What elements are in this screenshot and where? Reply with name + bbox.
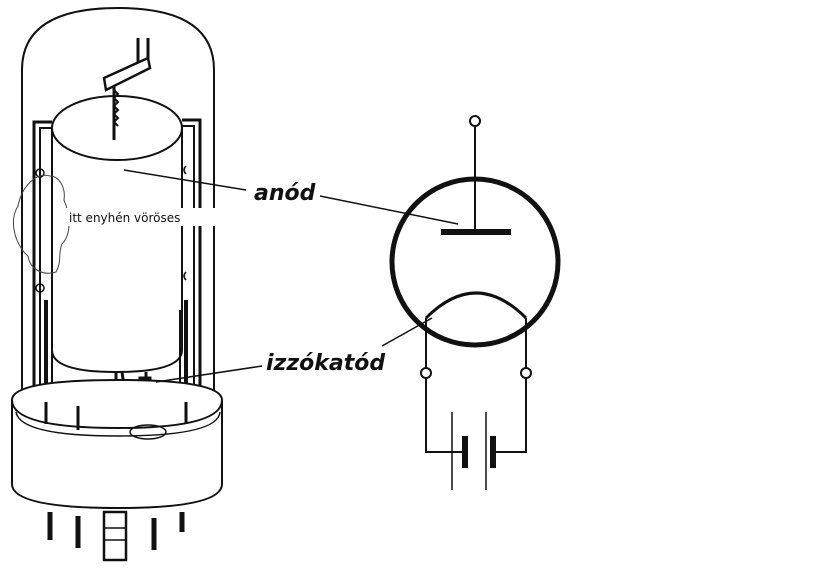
base-pins: [47, 510, 185, 562]
anode-cylinder: [51, 95, 183, 374]
leader-lines: [123, 169, 459, 383]
glass-envelope: [21, 6, 215, 400]
annotation-cloud: [13, 174, 70, 274]
anode-plate: [441, 229, 511, 235]
cathode-terminal-left: [420, 367, 432, 379]
top-bracket: [102, 56, 152, 92]
tube-envelope-symbol: [389, 176, 561, 348]
anode-terminal: [469, 115, 481, 127]
cathode-label: izzókatód: [266, 351, 385, 376]
tube-base: [11, 378, 223, 510]
heater-battery: [451, 412, 496, 490]
anode-label: anód: [254, 181, 316, 206]
left-support-rod: [32, 120, 52, 420]
annotation-note: itt enyhén vöröses: [69, 211, 180, 225]
cathode-terminal-right: [520, 367, 532, 379]
right-support-rod: [182, 118, 202, 420]
cathode-arc: [424, 291, 528, 320]
vacuum-tube-illustration: itt enyhén vöröses: [11, 6, 223, 562]
diode-schematic-symbol: [389, 115, 561, 490]
